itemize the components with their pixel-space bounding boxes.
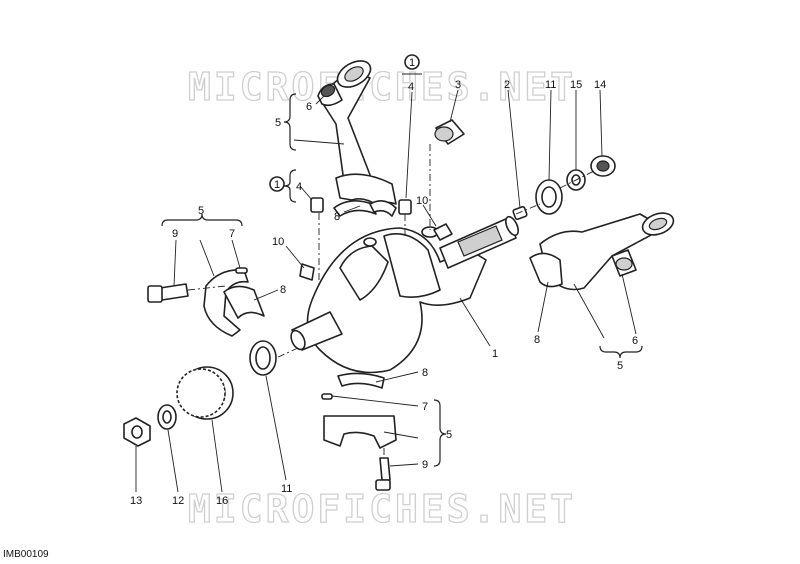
dowel-pin-lower xyxy=(321,393,333,400)
callout-9-left: 9 xyxy=(172,228,178,240)
callout-14: 14 xyxy=(594,79,606,91)
connecting-rod-top xyxy=(317,60,397,207)
timing-gear xyxy=(176,366,234,420)
callout-4-left: 4 xyxy=(296,181,302,193)
callout-16: 16 xyxy=(216,495,228,507)
torque-symbol-top: 1 xyxy=(402,54,422,75)
callout-8-bottom: 8 xyxy=(422,367,428,379)
callout-2: 2 xyxy=(504,79,510,91)
callout-5-right: 5 xyxy=(617,360,623,372)
callout-10-top: 10 xyxy=(416,195,428,207)
rod-bolt-left xyxy=(147,283,189,303)
callout-7-left: 7 xyxy=(229,228,235,240)
callout-4-top: 4 xyxy=(408,81,414,93)
bearing-shell-lower xyxy=(337,372,385,389)
callout-8-top: 8 xyxy=(334,211,340,223)
leader-lines xyxy=(135,89,637,493)
callout-10-left: 10 xyxy=(272,236,284,248)
rod-nut-upper-left xyxy=(310,197,324,213)
callout-8-right: 8 xyxy=(534,334,540,346)
torque-label-top: 1 xyxy=(409,57,415,69)
callout-5-left: 5 xyxy=(198,205,204,217)
watermark-bottom: MICROFICHES.NET xyxy=(188,487,576,531)
torque-label-left: 1 xyxy=(274,179,280,191)
image-code: IMB00109 xyxy=(3,549,49,560)
small-end-bushing xyxy=(434,119,465,145)
callout-15: 15 xyxy=(570,79,582,91)
woodruff-key xyxy=(433,223,453,241)
callout-3: 3 xyxy=(455,79,461,91)
bearing-shell-upper xyxy=(333,200,377,217)
connecting-rod-right xyxy=(529,212,675,291)
callout-6-right: 6 xyxy=(632,335,638,347)
rod-nut-upper xyxy=(398,199,412,215)
callout-12: 12 xyxy=(172,495,184,507)
torque-symbol-left: 1 xyxy=(269,176,285,192)
callout-13: 13 xyxy=(130,495,142,507)
callout-11-top: 11 xyxy=(545,79,556,91)
callout-1: 1 xyxy=(492,348,498,360)
callout-7-bottom: 7 xyxy=(422,401,428,413)
callout-labels: 6 5 4 3 2 11 15 14 4 8 10 5 9 7 10 8 1 8… xyxy=(130,79,638,507)
crankshaft xyxy=(290,215,519,374)
dowel-pin-left xyxy=(235,267,248,274)
pin-key xyxy=(512,206,528,220)
group-brackets xyxy=(161,93,643,467)
callout-9-bottom: 9 xyxy=(422,459,428,471)
callout-11-bottom: 11 xyxy=(281,483,292,495)
gear-nut xyxy=(123,417,151,447)
watermark-top: MICROFICHES.NET xyxy=(188,65,576,109)
bearing-shell-upper-2 xyxy=(369,200,397,217)
rod-bolt-lower xyxy=(375,457,391,491)
rod-cap-lower xyxy=(323,415,397,449)
callout-6-top: 6 xyxy=(306,101,312,113)
rod-cap-left xyxy=(203,269,265,337)
callout-5-bottom: 5 xyxy=(446,429,452,441)
rod-nut-left xyxy=(299,263,315,281)
callout-8-left: 8 xyxy=(280,284,286,296)
callout-5-top: 5 xyxy=(275,117,281,129)
